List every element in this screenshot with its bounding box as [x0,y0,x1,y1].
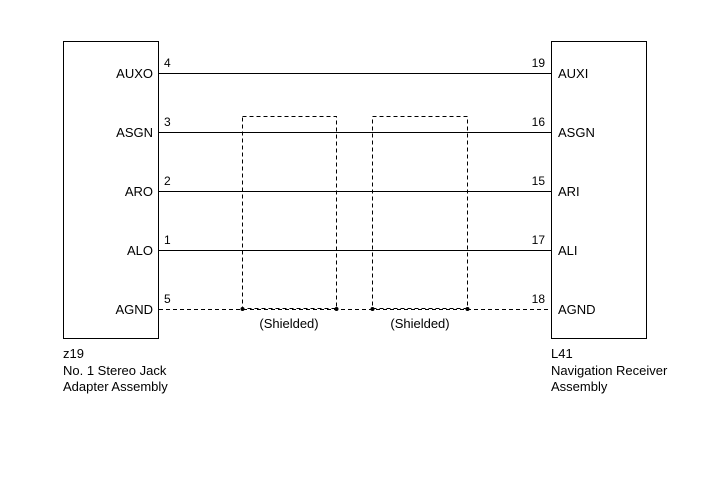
junction-dot [370,307,375,311]
left-signal-label: AUXO [116,66,153,81]
junction-dot [334,307,339,311]
shield-label-1: (Shielded) [259,316,318,331]
right-pin-number: 17 [532,233,546,247]
junction-dot [465,307,470,311]
right-pin-number: 15 [532,174,546,188]
left-component-code: z19 [63,346,84,361]
right-component-code: L41 [551,346,573,361]
right-signal-label: ALI [558,243,578,258]
right-component-name-line2: Assembly [551,379,608,394]
left-pin-number: 5 [164,292,171,306]
left-pin-number: 1 [164,233,171,247]
right-connector-box [551,41,647,339]
right-component-name-line1: Navigation Receiver [551,363,668,378]
right-pin-number: 19 [532,56,546,70]
shield-label-2: (Shielded) [390,316,449,331]
left-signal-label: ALO [127,243,153,258]
left-signal-label: ARO [125,184,153,199]
right-signal-label: ASGN [558,125,595,140]
right-signal-label: AUXI [558,66,588,81]
left-connector-box [63,41,159,339]
shield-box-1 [242,116,337,309]
shield-box-2 [372,116,468,309]
right-signal-label: ARI [558,184,580,199]
left-pin-number: 2 [164,174,171,188]
left-signal-label: ASGN [116,125,153,140]
left-pin-number: 4 [164,56,171,70]
left-component-name-line1: No. 1 Stereo Jack [63,363,167,378]
right-pin-number: 16 [532,115,546,129]
left-pin-number: 3 [164,115,171,129]
junction-dot [240,307,245,311]
left-signal-label: AGND [115,302,153,317]
left-component-name-line2: Adapter Assembly [63,379,168,394]
right-pin-number: 18 [532,292,546,306]
right-signal-label: AGND [558,302,596,317]
